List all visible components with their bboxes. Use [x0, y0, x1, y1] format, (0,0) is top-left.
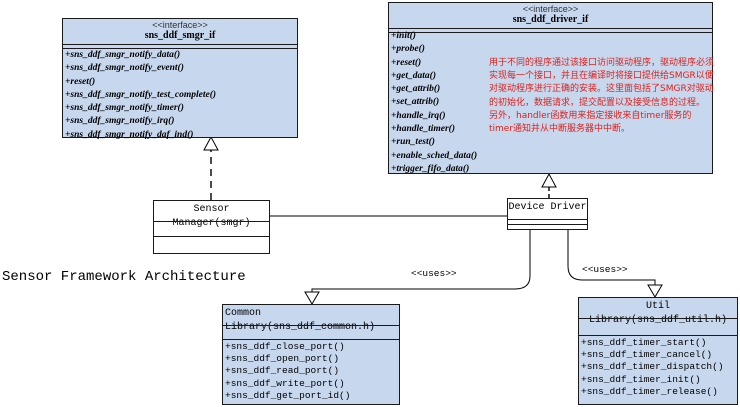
diagram-title: Sensor Framework Architecture	[2, 269, 246, 285]
operation: +sns_ddf_smgr_notify_irq()	[65, 116, 175, 127]
device-driver-divider	[508, 219, 587, 220]
driver-interface-operations: +init() +probe() +reset() +get_data() +g…	[391, 30, 710, 176]
smgr-interface-box: <<interface>> sns_ddf_smgr_if +sns_ddf_s…	[62, 18, 298, 140]
common-library-name: Common Library(sns_ddf_common.h)	[225, 308, 376, 333]
sensor-manager-divider	[154, 221, 269, 222]
operation: +get_data()	[391, 70, 436, 81]
driver-interface-name: sns_ddf_driver_if	[512, 14, 589, 25]
operation: +sns_ddf_get_port_id()	[225, 389, 351, 401]
uses-label-util: <<uses>>	[582, 264, 628, 275]
driver-interface-note: 用于不同的程序通过该接口访问驱动程序，驱动程序必须实现每一个接口，并且在编译时将…	[489, 57, 714, 136]
operation: +handle_irq()	[391, 110, 446, 121]
sensor-manager-name: Sensor Manager(smgr)	[172, 204, 251, 229]
operation: +get_attrib()	[391, 84, 441, 95]
device-driver-divider-2	[508, 224, 587, 225]
util-library-name: Util Library(sns_ddf_util.h)	[588, 301, 728, 326]
util-library-divider-2	[579, 335, 737, 336]
device-driver-box: Device Driver	[507, 198, 588, 230]
operation: +sns_ddf_smgr_notify_event()	[65, 63, 184, 74]
operation: +probe()	[391, 44, 425, 55]
operation: +reset()	[65, 76, 96, 87]
uses-line-util	[567, 229, 656, 290]
util-library-divider	[579, 318, 737, 319]
uses-arrowhead-common	[304, 291, 320, 305]
note-paragraph: 用于不同的程序通过该接口访问驱动程序，驱动程序必须实现每一个接口，并且在编译时将…	[489, 58, 715, 108]
operation: +sns_ddf_timer_dispatch()	[581, 361, 724, 373]
operation: +sns_ddf_smgr_notify_daf_ind()	[65, 129, 194, 140]
operation: +sns_ddf_timer_init()	[581, 373, 701, 385]
note-paragraph: 另外，handler函数用来指定接收来自timer服务的timer通知并从中断服…	[489, 110, 692, 135]
operation: +sns_ddf_smgr_notify_data()	[65, 50, 181, 60]
uses-line-common	[311, 229, 531, 297]
operation: +enable_sched_data()	[391, 150, 478, 161]
driver-interface-divider	[389, 28, 712, 29]
operation: +reset()	[391, 57, 422, 68]
operation: +sns_ddf_smgr_notify_timer()	[65, 103, 184, 114]
realization-arrowhead-smgr	[203, 135, 219, 151]
operation: +sns_ddf_timer_cancel()	[581, 349, 713, 361]
util-library-box: Util Library(sns_ddf_util.h) +sns_ddf_ti…	[578, 297, 738, 405]
driver-interface-box: <<interface>> sns_ddf_driver_if +init() …	[388, 2, 713, 174]
common-library-divider	[223, 325, 399, 326]
uses-label-common: <<uses>>	[411, 268, 457, 279]
operation: +trigger_fifo_data()	[391, 163, 470, 174]
smgr-interface-operations: +sns_ddf_smgr_notify_data() +sns_ddf_smg…	[65, 49, 295, 142]
operation: +init()	[391, 31, 416, 41]
smgr-interface-divider-2	[63, 48, 297, 49]
util-library-operations: +sns_ddf_timer_start() +sns_ddf_timer_ca…	[581, 337, 735, 398]
operation: +run_test()	[391, 137, 435, 148]
operation: +sns_ddf_close_port()	[225, 341, 345, 352]
operation: +sns_ddf_write_port()	[225, 377, 345, 389]
smgr-interface-divider	[63, 44, 297, 45]
operation: +handle_timer()	[391, 124, 455, 135]
sensor-manager-box: Sensor Manager(smgr)	[153, 200, 270, 254]
operation: +sns_ddf_read_port()	[225, 365, 340, 377]
smgr-interface-name: sns_ddf_smgr_if	[144, 30, 216, 41]
operation: +sns_ddf_timer_start()	[581, 337, 707, 348]
device-driver-name: Device Driver	[508, 202, 587, 213]
operation: +sns_ddf_timer_release()	[581, 385, 718, 397]
operation: +sns_ddf_smgr_notify_test_complete()	[65, 89, 217, 100]
common-library-operations: +sns_ddf_close_port() +sns_ddf_open_port…	[225, 341, 397, 402]
common-library-divider-2	[223, 339, 399, 340]
common-library-box: Common Library(sns_ddf_common.h) +sns_dd…	[222, 304, 400, 405]
driver-interface-divider-2	[389, 32, 712, 33]
realization-arrowhead-driver	[541, 172, 557, 188]
uses-arrowhead-util	[647, 284, 663, 298]
sensor-manager-divider-2	[154, 236, 269, 237]
driver-interface-stereotype: <<interface>>	[522, 4, 579, 14]
smgr-interface-stereotype: <<interface>>	[152, 20, 208, 30]
operation: +sns_ddf_open_port()	[225, 353, 340, 365]
operation: +set_attrib()	[391, 97, 440, 108]
